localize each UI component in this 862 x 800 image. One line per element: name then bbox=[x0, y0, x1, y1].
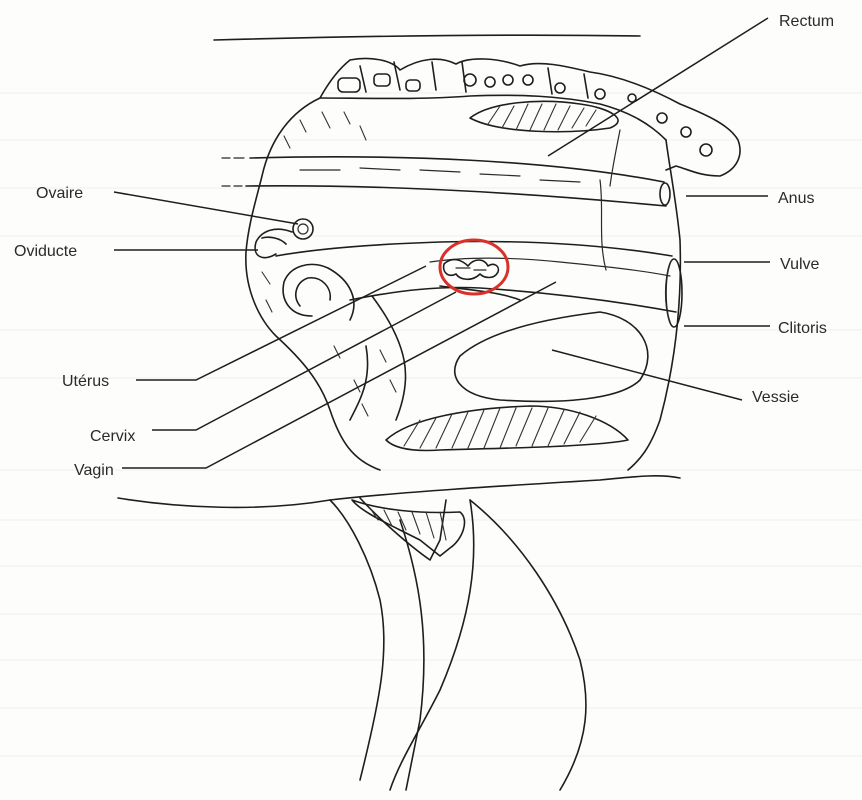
label-oviducte: Oviducte bbox=[14, 243, 77, 260]
leader-ovaire bbox=[114, 192, 298, 224]
reproductive-tract bbox=[255, 112, 682, 420]
leader-vessie bbox=[552, 350, 742, 400]
label-ovaire: Ovaire bbox=[36, 185, 83, 202]
label-uterus: Utérus bbox=[62, 373, 109, 390]
label-vagin: Vagin bbox=[74, 462, 114, 479]
leader-uterus bbox=[136, 266, 426, 380]
label-anus: Anus bbox=[778, 190, 814, 207]
label-vulve: Vulve bbox=[780, 256, 820, 273]
rectum-tube bbox=[222, 130, 670, 270]
label-vessie: Vessie bbox=[752, 389, 799, 406]
leader-cervix bbox=[152, 292, 456, 430]
label-cervix: Cervix bbox=[90, 428, 135, 445]
label-rectum: Rectum bbox=[779, 13, 834, 30]
spine-vertebrae bbox=[214, 35, 740, 176]
bladder bbox=[455, 312, 648, 401]
labels: Rectum Ovaire Oviducte Anus Vulve Clitor… bbox=[14, 13, 834, 479]
leader-lines bbox=[114, 18, 770, 468]
paper-texture bbox=[0, 93, 862, 756]
label-clitoris: Clitoris bbox=[778, 320, 827, 337]
